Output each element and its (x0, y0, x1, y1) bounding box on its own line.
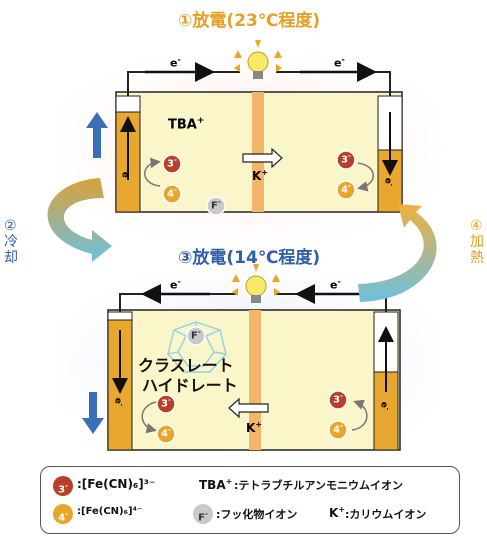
bottom-ion4-left (156, 424, 176, 444)
top-right-electron-label: e- (334, 55, 345, 70)
top-bulb-icon (234, 40, 282, 79)
bottom-bulb-icon (232, 264, 280, 303)
bottom-k-flow-arrow (228, 397, 269, 419)
step4-label: 加熱 (470, 234, 484, 266)
top-ion4-left (162, 184, 182, 204)
legend-ion4-text: :[Fe(CN)₆]⁴⁻ (77, 506, 143, 517)
step2-label: 冷却 (4, 234, 18, 266)
top-ion4-left-label: 4- (167, 186, 177, 200)
bottom-ion4-right (328, 420, 348, 440)
top-blue-arrow (86, 112, 108, 158)
cooling-arrow (47, 178, 113, 262)
top-k-flow-arrow (242, 147, 283, 169)
bottom-right-electron-label: e- (330, 277, 341, 292)
top-ion4-right (336, 180, 356, 200)
top-ion3-left (162, 154, 182, 174)
legend-tba-text: :テトラブチルアンモニウムイオン (234, 479, 403, 492)
top-left-electron-label: e- (170, 55, 181, 70)
bottom-cell (82, 284, 401, 451)
legend-f-icon: F- (193, 504, 213, 524)
step4-number: ④ (470, 218, 483, 234)
bottom-ion3-left (156, 394, 176, 414)
top-left-electrode-e: e- (119, 171, 132, 181)
legend-k-text: :カリウムイオン (345, 508, 427, 521)
bottom-blue-arrow (82, 392, 104, 434)
top-ion4-right-label: 4- (341, 182, 351, 196)
top-f-ion (206, 196, 226, 216)
top-membrane (252, 92, 264, 212)
top-k-label: K+ (252, 168, 269, 183)
clathrate-label-line1: クラスレート (138, 356, 234, 375)
top-title: ①放電(23℃程度) (178, 11, 321, 31)
bottom-ion3-right-label: 3- (333, 392, 343, 406)
top-right-electrode-e: e- (382, 177, 395, 187)
legend-tba-symbol: TBA+ (199, 477, 233, 492)
tba-label: TBA+ (168, 116, 205, 133)
step2-number: ② (4, 218, 17, 234)
legend-ion3-icon: 3- (53, 476, 73, 496)
bottom-ion4-left-label: 4- (161, 426, 171, 440)
bottom-left-electron-label: e- (170, 277, 181, 292)
top-ion3-left-label: 3- (167, 156, 177, 170)
clathrate-cage-icon (167, 321, 227, 373)
top-f-label: F- (211, 198, 221, 212)
bottom-f-ion (186, 326, 206, 346)
legend-k-symbol: K+ (329, 505, 346, 520)
bottom-ion3-left-label: 3- (161, 396, 171, 410)
top-ion3-right-label: 3- (341, 152, 351, 166)
bottom-title: ③放電(14℃程度) (178, 248, 321, 268)
clathrate-label-line2: ハイドレート (142, 376, 238, 395)
legend-ion4-icon: 4- (53, 504, 73, 524)
bottom-right-electrode-e: e- (378, 401, 391, 411)
top-ion3-right (336, 150, 356, 170)
bottom-membrane (249, 310, 261, 450)
heating-arrow (358, 204, 437, 302)
legend: 3- :[Fe(CN)₆]³⁻ TBA+ :テトラブチルアンモニウムイオン 4-… (40, 466, 460, 534)
legend-ion3-text: :[Fe(CN)₆]³⁻ (77, 477, 156, 491)
bottom-left-electrode-e: e- (112, 397, 125, 407)
legend-f-text: :フッ化物イオン (216, 508, 298, 521)
bottom-ion3-right (328, 390, 348, 410)
bottom-k-label: K+ (246, 420, 263, 435)
bottom-f-label: F- (191, 328, 201, 342)
bottom-ion4-right-label: 4- (333, 422, 343, 436)
